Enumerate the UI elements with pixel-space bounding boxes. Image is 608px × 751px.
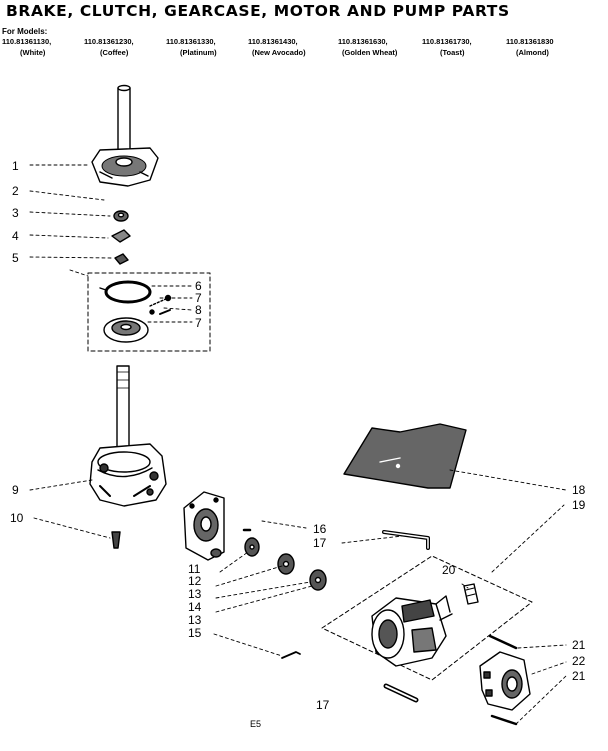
callout-8: 8 [195,303,202,317]
part-21-bolt-top [488,634,518,650]
part-14-gear [277,553,295,575]
callout-2: 2 [12,184,19,198]
callout-13b: 13 [188,613,202,627]
part-21-bolt-bottom [490,714,518,726]
model-number-avocado: 110.81361430, [248,37,298,46]
pump-housing-plate [183,491,225,561]
part-12-gear [244,537,260,557]
callout-14: 14 [188,600,202,614]
part-15-screw [281,651,301,659]
part-5-clip [114,253,129,265]
model-color-white: (White) [20,48,46,57]
model-number-coffee: 110.81361230, [84,37,134,46]
callout-19: 19 [572,498,586,512]
part-7-brake-drum [103,317,149,343]
leader-lines [29,164,567,725]
callout-10: 10 [10,511,24,525]
model-number-toast: 110.81361730, [422,37,472,46]
callout-13a: 13 [188,587,202,601]
callout-17a: 17 [313,536,327,550]
callout-21b: 21 [572,669,586,683]
model-number-wheat: 110.81361630, [338,37,388,46]
part-6-brake-spring [99,280,152,304]
part-17-rod-lower [383,683,419,703]
part-13-gear [309,569,327,591]
model-color-toast: (Toast) [440,48,465,57]
callout-18: 18 [572,483,586,497]
callout-21a: 21 [572,638,586,652]
model-color-almond: (Almond) [516,48,549,57]
callout-17b: 17 [316,698,330,712]
model-color-platinum: (Platinum) [180,48,217,57]
models-label: For Models: [2,27,48,36]
diagram-title: BRAKE, CLUTCH, GEARCASE, MOTOR AND PUMP … [6,2,510,20]
part-20-switch [463,583,479,605]
callout-12: 12 [188,574,202,588]
callout-7b: 7 [195,316,202,330]
part-9-gearcase [89,365,167,507]
model-color-coffee: (Coffee) [100,48,129,57]
callout-5: 5 [12,251,19,265]
model-color-wheat: (Golden Wheat) [342,48,398,57]
callout-20: 20 [442,563,456,577]
callout-16: 16 [313,522,327,536]
callout-4: 4 [12,229,19,243]
model-number-white: 110.81361130, [2,37,52,46]
callout-15: 15 [188,626,202,640]
model-number-almond: 110.81361830 [506,37,554,46]
callout-22: 22 [572,654,586,668]
callout-3: 3 [12,206,19,220]
part-1-brake-shaft [91,84,159,187]
part-18-motor-cover [343,423,467,489]
part-4-washer [111,229,131,243]
model-number-platinum: 110.81361330, [166,37,216,46]
callout-1: 1 [12,159,19,173]
callout-6: 6 [195,279,202,293]
part-10-bolt [111,531,121,549]
callout-11: 11 [188,562,201,576]
part-17-rod [382,530,430,550]
part-11-nut [210,548,222,558]
page-code: E5 [250,719,261,729]
brake-assembly-bracket [87,272,211,352]
part-3-nut [113,210,129,222]
model-color-avocado: (New Avocado) [252,48,306,57]
part-22-pump-bracket [479,651,531,711]
callout-7a: 7 [195,291,202,305]
callout-9: 9 [12,483,19,497]
motor [371,595,453,667]
